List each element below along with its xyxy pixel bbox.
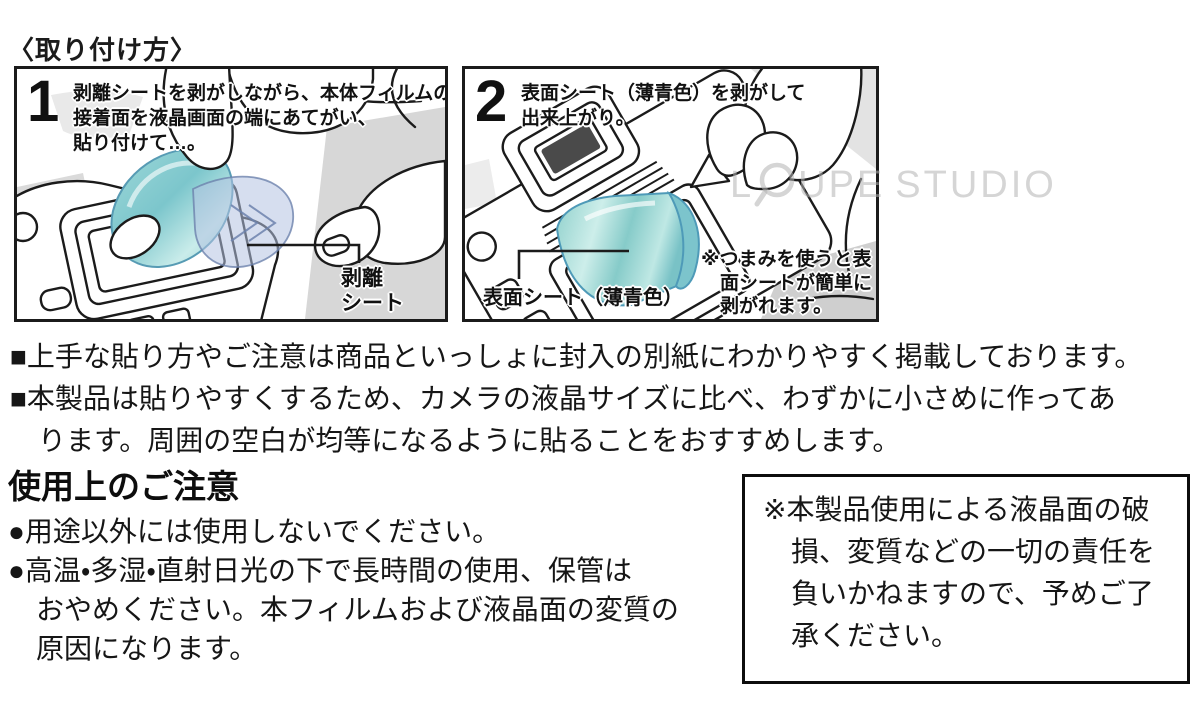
- caution-list: ●用途以外には使用しないでください。 ●高温・多湿・直射日光の下で長時間の使用、…: [8, 512, 740, 668]
- step-instruction: 表面シート（薄青色）を剥がして出来上がり。: [521, 83, 806, 130]
- loupe-icon: [754, 162, 795, 207]
- wrist-outline: [805, 177, 875, 301]
- attachment-heading: 〈取り付け方〉: [8, 35, 198, 65]
- watermark-text-l: L: [730, 163, 755, 206]
- surface-sheet-label: 表面シート（薄青色）: [483, 287, 683, 309]
- disclaimer-text: ※本製品使用による液晶面の破損、変質などの一切の責任を負いかねますので、予めご了…: [763, 494, 1156, 651]
- hand: [689, 69, 863, 191]
- disclaimer-box: ※本製品使用による液晶面の破損、変質などの一切の責任を負いかねますので、予めご了…: [742, 474, 1190, 684]
- step-1-illustration: [17, 69, 445, 319]
- step-2-illustration: [465, 69, 876, 319]
- caution-item: ●高温・多湿・直射日光の下で長時間の使用、保管はおやめください。本フィルムおよび…: [8, 555, 679, 664]
- usage-caution-heading: 使用上のご注意: [8, 468, 239, 505]
- surface-sheet: [555, 191, 700, 307]
- step-number: 1: [27, 69, 59, 134]
- step-instruction: 剥離シートを剥がしながら、本体フィルムの接着面を液晶画面の端にあてがい、貼り付け…: [73, 83, 448, 155]
- callout-line: [517, 249, 629, 279]
- watermark-text-upe: UPE: [798, 163, 886, 206]
- note-item: ■上手な貼り方やご注意は商品といっしょに封入の別紙にわかりやすく掲載しております…: [10, 341, 1143, 372]
- step-2-panel: 2 表面シート（薄青色）を剥がして出来上がり。 表面シート（薄青色） ※つまみを…: [462, 66, 879, 322]
- callout-line: [247, 243, 361, 263]
- handling-notes: ■上手な貼り方やご注意は商品といっしょに封入の別紙にわかりやすく掲載しております…: [10, 336, 1196, 462]
- step-1-panel: 1 剥離シートを剥がしながら、本体フィルムの接着面を液晶画面の端にあてがい、貼り…: [14, 66, 448, 322]
- note-item: ■本製品は貼りやすくするため、カメラの液晶サイズに比べ、わずかに小さめに作ってあ…: [10, 383, 1116, 456]
- watermark: L UPE STUDIO: [730, 160, 1057, 210]
- step-number: 2: [475, 69, 507, 134]
- pinch-tab-note: ※つまみを使うと表面シートが簡単に剥がれます。: [701, 249, 873, 318]
- caution-item: ●用途以外には使用しないでください。: [8, 516, 501, 547]
- watermark-text-studio: STUDIO: [895, 163, 1057, 206]
- release-sheet-label: 剥離シート: [341, 267, 404, 315]
- hands: [109, 69, 445, 268]
